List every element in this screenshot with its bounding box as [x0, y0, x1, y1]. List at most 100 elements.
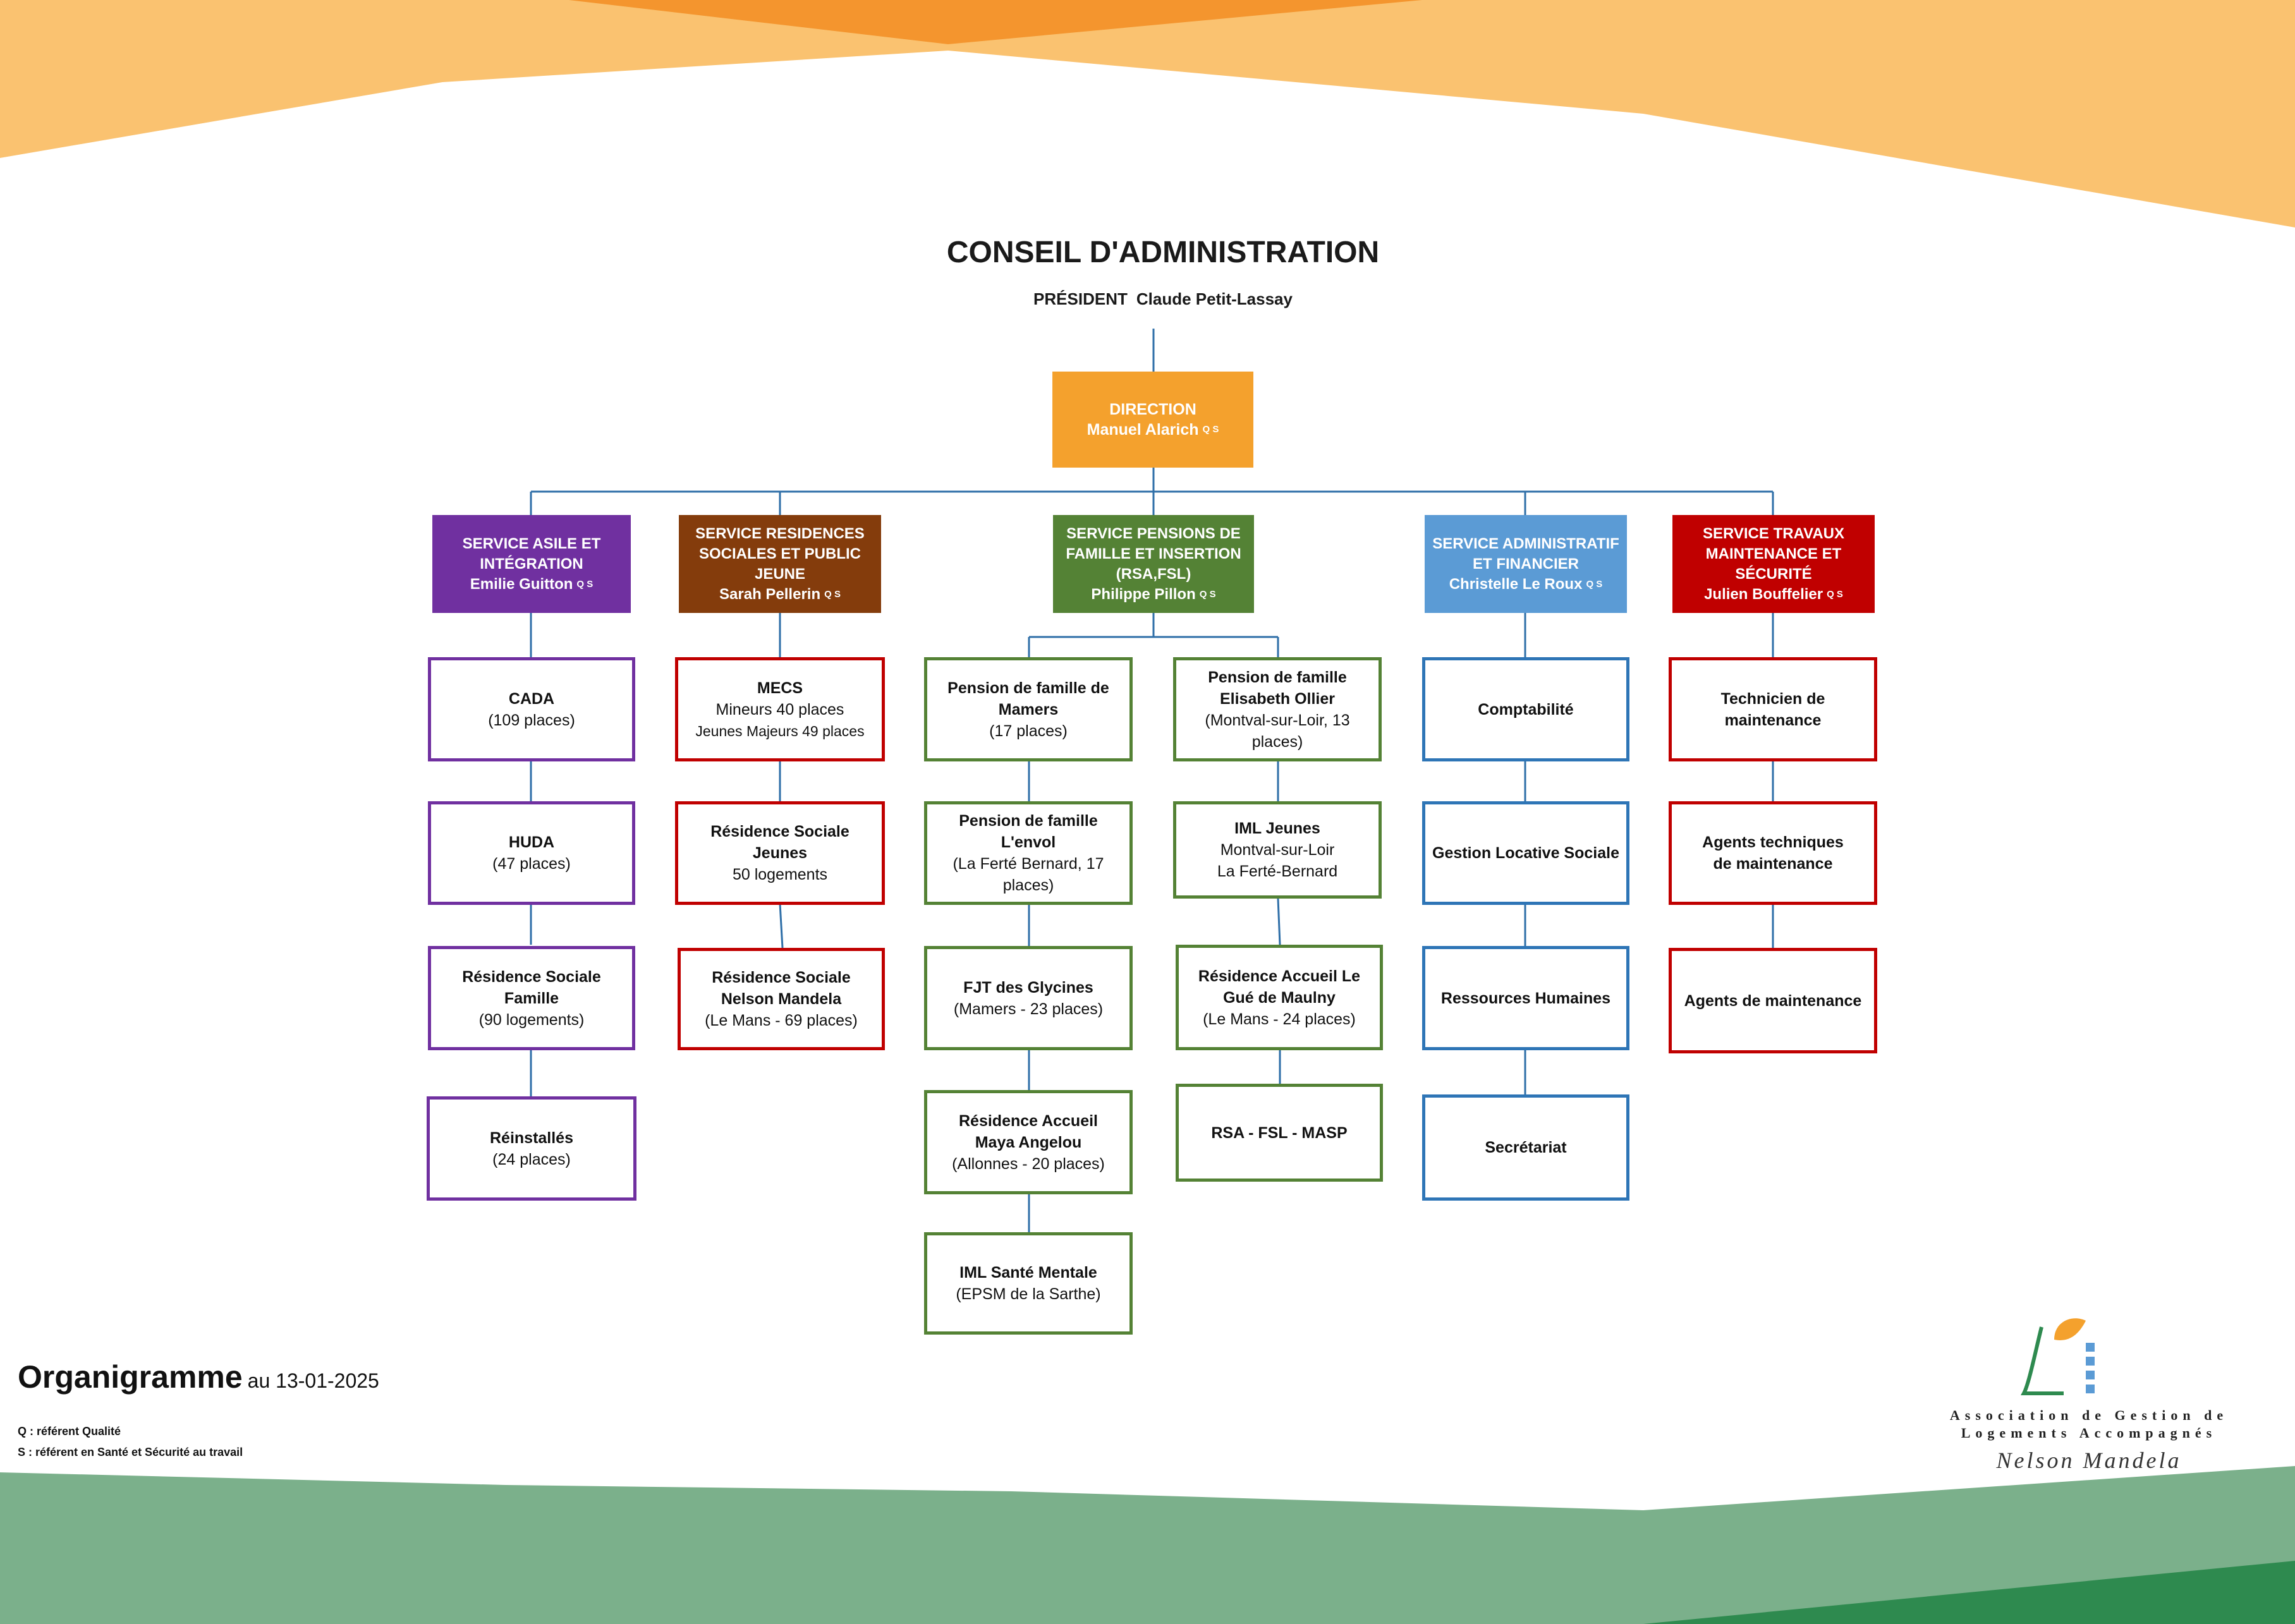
direction-qs: Q S	[1202, 424, 1219, 435]
unit-rh-title: Ressources Humaines	[1440, 989, 1611, 1007]
unit-iml-jeunes[interactable]: IML Jeunes Montval-sur-Loir La Ferté-Ber…	[1173, 801, 1382, 899]
unit-gestion-locative[interactable]: Gestion Locative Sociale	[1422, 801, 1629, 905]
direction-label: DIRECTION	[1109, 401, 1196, 418]
association-name: Nelson Mandela	[1996, 1448, 2182, 1473]
association-line1: Association de Gestion de	[1949, 1407, 2229, 1423]
unit-pension-mamers[interactable]: Pension de famille de Mamers (17 places)	[924, 657, 1133, 761]
unit-technicien[interactable]: Technicien de maintenance	[1669, 657, 1877, 761]
unit-mecs-line3: Jeunes Majeurs 49 places	[695, 722, 865, 739]
unit-reinstalles-detail: (24 places)	[492, 1150, 571, 1168]
unit-rgm-title: Résidence Accueil Le Gué de Maulny	[1198, 967, 1361, 1007]
unit-rsj-detail: 50 logements	[732, 866, 828, 883]
association-line2: Logements Accompagnés	[1961, 1425, 2217, 1441]
unit-rma-title: Résidence Accueil Maya Angelou	[958, 1112, 1098, 1151]
unit-compta-title: Comptabilité	[1478, 700, 1574, 718]
service-travaux-label: SERVICE TRAVAUX MAINTENANCE ET SÉCURITÉ	[1702, 524, 1845, 583]
unit-cada-title: CADA	[508, 689, 555, 708]
unit-fjt-detail: (Mamers - 23 places)	[953, 1000, 1104, 1018]
unit-iml-sante-mentale[interactable]: IML Santé Mentale (EPSM de la Sarthe)	[924, 1232, 1133, 1335]
unit-rsf-detail: (90 logements)	[478, 1010, 585, 1029]
unit-pension-lenvol[interactable]: Pension de famille L'envol (La Ferté Ber…	[924, 801, 1133, 905]
service-asile-qs: Q S	[576, 578, 594, 590]
unit-huda-detail: (47 places)	[492, 855, 571, 873]
service-travaux-name: Julien Bouffelier	[1704, 585, 1823, 603]
unit-reinstalles-title: Réinstallés	[489, 1129, 573, 1147]
service-residences-qs: Q S	[824, 588, 841, 600]
direction-name: Manuel Alarich	[1087, 421, 1199, 439]
service-residences-name: Sarah Pellerin	[719, 585, 821, 603]
unit-am-title: Agents de maintenance	[1684, 991, 1862, 1010]
unit-imlj-line2: Montval-sur-Loir	[1220, 841, 1335, 859]
association-tagline: Association de Gestion de Logements Acco…	[1921, 1407, 2256, 1442]
unit-comptabilite[interactable]: Comptabilité	[1422, 657, 1629, 761]
unit-iml-sm-title: IML Santé Mentale	[959, 1264, 1097, 1282]
association-logo-icon	[2021, 1318, 2095, 1395]
unit-pl-detail: (La Ferté Bernard, 17 places)	[953, 855, 1104, 894]
unit-cada[interactable]: CADA (109 places)	[428, 657, 635, 761]
unit-gls-title: Gestion Locative Sociale	[1432, 844, 1619, 862]
service-admin-qs: Q S	[1586, 578, 1603, 590]
unit-reinstalles[interactable]: Réinstallés (24 places)	[427, 1096, 636, 1201]
unit-huda-title: HUDA	[508, 833, 555, 851]
legend-s: S : référent en Santé et Sécurité au tra…	[18, 1446, 243, 1458]
unit-mecs-line2: Mineurs 40 places	[715, 700, 844, 718]
unit-peo-title: Pension de famille Elisabeth Ollier	[1208, 668, 1347, 708]
unit-secretariat[interactable]: Secrétariat	[1422, 1094, 1629, 1201]
unit-pl-title: Pension de famille L'envol	[959, 812, 1098, 851]
unit-residence-nelson-mandela[interactable]: Résidence Sociale Nelson Mandela (Le Man…	[678, 948, 885, 1050]
service-residences-label: SERVICE RESIDENCES SOCIALES ET PUBLIC JE…	[695, 524, 865, 583]
service-pensions-qs: Q S	[1199, 588, 1216, 600]
service-pensions-name: Philippe Pillon	[1091, 585, 1196, 603]
unit-residence-sociale-famille[interactable]: Résidence Sociale Famille (90 logements)	[428, 946, 635, 1050]
president-line: PRÉSIDENT Claude Petit-Lassay	[935, 289, 1391, 309]
service-travaux-box[interactable]: SERVICE TRAVAUX MAINTENANCE ET SÉCURITÉ …	[1672, 515, 1875, 613]
unit-rnm-title: Résidence Sociale Nelson Mandela	[712, 969, 851, 1008]
service-admin-box[interactable]: SERVICE ADMINISTRATIF ET FINANCIER Chris…	[1425, 515, 1627, 613]
footer-date: au 13-01-2025	[247, 1369, 379, 1392]
unit-agents-maintenance[interactable]: Agents de maintenance	[1669, 948, 1877, 1053]
unit-agents-techniques[interactable]: Agents techniques de maintenance	[1669, 801, 1877, 905]
unit-rsa-title: RSA - FSL - MASP	[1211, 1124, 1348, 1142]
president-label: PRÉSIDENT	[1033, 289, 1128, 308]
service-travaux-qs: Q S	[1827, 588, 1843, 600]
unit-rsa-fsl-masp[interactable]: RSA - FSL - MASP	[1176, 1084, 1383, 1182]
bottom-green-accent	[1643, 1561, 2295, 1624]
service-admin-name: Christelle Le Roux	[1449, 575, 1583, 593]
service-asile-box[interactable]: SERVICE ASILE ET INTÉGRATION Emilie Guit…	[432, 515, 631, 613]
unit-pm-detail: (17 places)	[989, 722, 1068, 740]
service-pensions-label: SERVICE PENSIONS DE FAMILLE ET INSERTION…	[1066, 524, 1241, 583]
unit-mecs-title: MECS	[757, 679, 803, 697]
service-pensions-box[interactable]: SERVICE PENSIONS DE FAMILLE ET INSERTION…	[1053, 515, 1254, 613]
top-orange-band	[0, 0, 2295, 227]
unit-residence-sociale-jeunes[interactable]: Résidence Sociale Jeunes 50 logements	[675, 801, 885, 905]
unit-imlj-line3: La Ferté-Bernard	[1217, 863, 1338, 880]
service-residences-box[interactable]: SERVICE RESIDENCES SOCIALES ET PUBLIC JE…	[679, 515, 881, 613]
board-title: CONSEIL D'ADMINISTRATION	[946, 236, 1380, 269]
unit-secr-title: Secrétariat	[1485, 1139, 1567, 1156]
unit-rsj-title: Résidence Sociale Jeunes	[710, 823, 849, 862]
unit-rma-detail: (Allonnes - 20 places)	[952, 1154, 1105, 1173]
unit-pension-elisabeth-ollier[interactable]: Pension de famille Elisabeth Ollier (Mon…	[1173, 657, 1382, 761]
unit-rnm-detail: (Le Mans - 69 places)	[705, 1012, 858, 1029]
unit-residence-maya-angelou[interactable]: Résidence Accueil Maya Angelou (Allonnes…	[924, 1090, 1133, 1194]
unit-ressources-humaines[interactable]: Ressources Humaines	[1422, 946, 1629, 1050]
footer-title-text: Organigramme	[18, 1359, 243, 1395]
unit-fjt-glycines[interactable]: FJT des Glycines (Mamers - 23 places)	[924, 946, 1133, 1050]
unit-huda[interactable]: HUDA (47 places)	[428, 801, 635, 905]
unit-residence-gue-maulny[interactable]: Résidence Accueil Le Gué de Maulny (Le M…	[1176, 945, 1383, 1050]
service-asile-name: Emilie Guitton	[470, 575, 573, 593]
top-orange-accent	[569, 0, 1422, 44]
unit-mecs[interactable]: MECS Mineurs 40 places Jeunes Majeurs 49…	[675, 657, 885, 761]
unit-iml-sm-detail: (EPSM de la Sarthe)	[956, 1285, 1101, 1303]
president-name: Claude Petit-Lassay	[1136, 289, 1293, 308]
unit-cada-detail: (109 places)	[488, 711, 575, 729]
unit-pm-title: Pension de famille de Mamers	[947, 679, 1109, 718]
unit-fjt-title: FJT des Glycines	[963, 978, 1093, 997]
unit-peo-detail: (Montval-sur-Loir, 13 places)	[1205, 711, 1350, 751]
unit-imlj-title: IML Jeunes	[1234, 820, 1320, 837]
service-admin-label: SERVICE ADMINISTRATIF ET FINANCIER	[1432, 535, 1619, 573]
